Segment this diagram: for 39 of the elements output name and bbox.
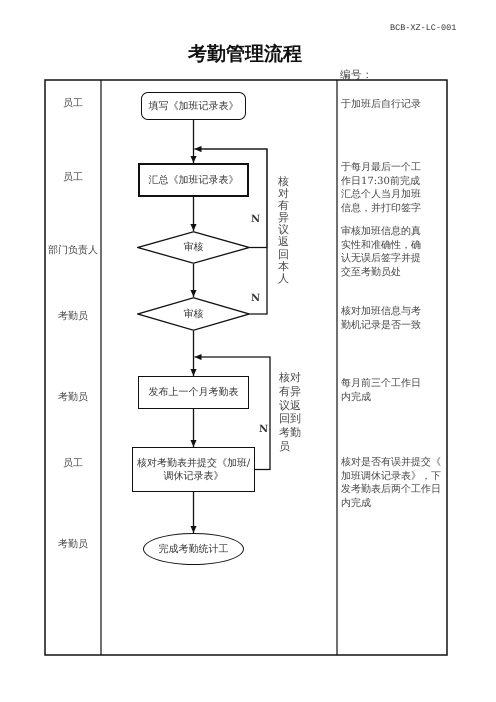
role-label: 考勤员 bbox=[58, 538, 88, 552]
step-label: 核对考勤表并提交《加班/调休记录表》 bbox=[136, 456, 252, 482]
title: 考勤管理流程 bbox=[188, 42, 302, 66]
document-code: BCB-XZ-LC-001 bbox=[390, 23, 456, 34]
note-text: 于每月最后一个工作日17:30前完成汇总个人当月加班信息，并打印签字 bbox=[341, 161, 422, 215]
process-box bbox=[132, 447, 255, 492]
field-label: 编号： bbox=[340, 68, 373, 82]
return-arrow bbox=[194, 354, 271, 470]
decision-diamond bbox=[137, 231, 250, 264]
vertical-note: 核对有异议返回本人 bbox=[278, 176, 289, 285]
step-label: 填写《加班记录表》 bbox=[148, 100, 238, 112]
role-label: 考勤员 bbox=[58, 310, 88, 324]
note-text: 核对是否有误并提交《加班调休记录表》，下发考勤表后两个工作日内完成 bbox=[341, 456, 442, 510]
role-label: 员工 bbox=[63, 457, 83, 471]
role-label: 部门负责人 bbox=[48, 244, 98, 258]
arrow bbox=[190, 197, 197, 231]
step-label: 汇总《加班记录表》 bbox=[148, 174, 238, 186]
note-text: 审核加班信息的真实性和准确性，确认无误后签字并提交至考勤员处 bbox=[341, 225, 422, 279]
process-box bbox=[138, 376, 249, 409]
process-box bbox=[138, 163, 249, 197]
decision-label: 审核 bbox=[184, 241, 204, 254]
step-label: 发布上一个月考勤表 bbox=[148, 386, 238, 399]
step-label: 完成考勤统计工 bbox=[158, 542, 228, 556]
note-text: 于加班后自行记录 bbox=[341, 98, 422, 112]
rounded-box bbox=[141, 92, 246, 120]
decision-diamond bbox=[137, 297, 250, 331]
note-text: 每月前三个工作日内完成 bbox=[341, 377, 422, 404]
role-label: 员工 bbox=[63, 171, 83, 185]
return-arrow bbox=[194, 146, 268, 315]
note-text: 核对加班信息与考勤机记录是否一致 bbox=[341, 305, 422, 332]
decision-label: 审核 bbox=[184, 308, 204, 320]
arrow bbox=[190, 331, 197, 376]
arrow bbox=[190, 264, 197, 297]
arrow bbox=[190, 492, 197, 533]
vertical-note: 核对有异议返回到考勤员 bbox=[279, 371, 301, 454]
role-label: 员工 bbox=[63, 97, 83, 111]
arrow bbox=[190, 409, 197, 447]
arrow bbox=[190, 120, 197, 163]
role-label: 考勤员 bbox=[58, 391, 88, 405]
